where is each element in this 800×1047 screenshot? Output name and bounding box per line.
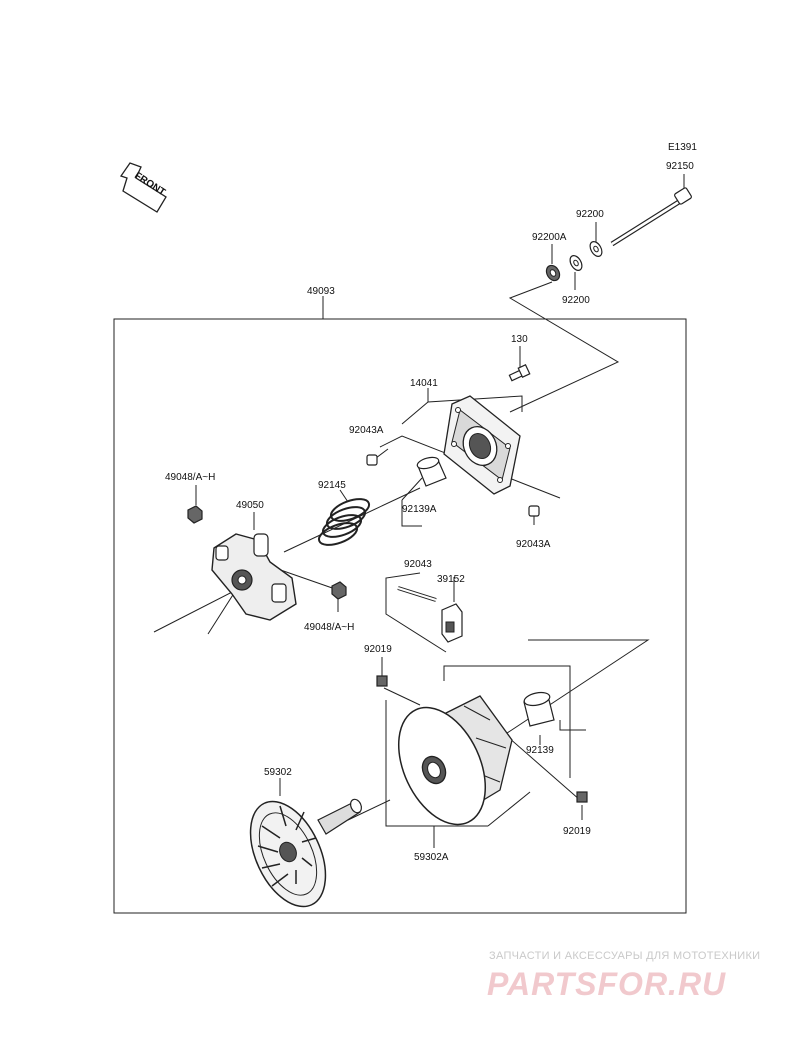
label-92043A-bottom: 92043A (516, 539, 551, 550)
bushing-92139A-icon (416, 456, 447, 487)
cover-14041-icon (443, 395, 521, 495)
nut-92019-bottom-icon (576, 791, 588, 803)
part-labels: E1391 92150 92200 92200A 92200 49093 130… (165, 142, 697, 863)
spider-49050-icon (211, 533, 297, 621)
watermark-logo: PARTSFOR.RU (487, 966, 727, 1002)
nut-49048-top-icon (187, 505, 203, 524)
washer-92200-bottom-icon (569, 255, 583, 271)
label-59302A: 59302A (414, 852, 449, 863)
label-92019-top: 92019 (364, 644, 392, 655)
label-49048-top: 49048/A~H (165, 472, 215, 483)
assembly-frame-49093 (113, 318, 687, 914)
label-92139A: 92139A (402, 504, 437, 515)
label-92150: 92150 (666, 161, 694, 172)
label-130: 130 (511, 334, 528, 345)
label-92200A: 92200A (532, 232, 567, 243)
label-49050: 49050 (236, 500, 264, 511)
pin-92043-icon (397, 586, 437, 602)
label-92043: 92043 (404, 559, 432, 570)
bushing-92139-icon (523, 691, 555, 727)
label-92200-bottom: 92200 (562, 295, 590, 306)
label-92145: 92145 (318, 480, 346, 491)
front-direction-arrow-icon: FRONT (119, 162, 167, 213)
label-e1391: E1391 (668, 142, 697, 153)
sheave-59302A-icon (397, 695, 513, 826)
watermark-caption: ЗАПЧАСТИ И АКСЕССУАРЫ ДЛЯ МОТОТЕХНИКИ (489, 950, 761, 962)
label-92200-top: 92200 (576, 209, 604, 220)
label-49093: 49093 (307, 286, 335, 297)
label-59302: 59302 (264, 767, 292, 778)
pin-92043A-top-icon (366, 454, 378, 466)
leader-lines (153, 174, 685, 848)
nut-92200A-icon (545, 264, 561, 282)
bolt-130-icon (508, 363, 531, 382)
bolt-92150-icon (610, 187, 692, 247)
label-14041: 14041 (410, 378, 438, 389)
label-92139: 92139 (526, 745, 554, 756)
washer-92200-top-icon (589, 241, 603, 257)
label-92019-bottom: 92019 (563, 826, 591, 837)
nut-92019-top-icon (376, 675, 388, 687)
sheave-59302-icon (249, 798, 363, 908)
label-49048-bottom: 49048/A~H (304, 622, 354, 633)
pin-92043A-bottom-icon (528, 505, 540, 517)
nut-49048-bottom-icon (331, 581, 347, 600)
spring-92145-icon (317, 498, 371, 546)
weight-39152-icon (441, 603, 463, 643)
label-39152: 39152 (437, 574, 465, 585)
label-92043A-top: 92043A (349, 425, 384, 436)
